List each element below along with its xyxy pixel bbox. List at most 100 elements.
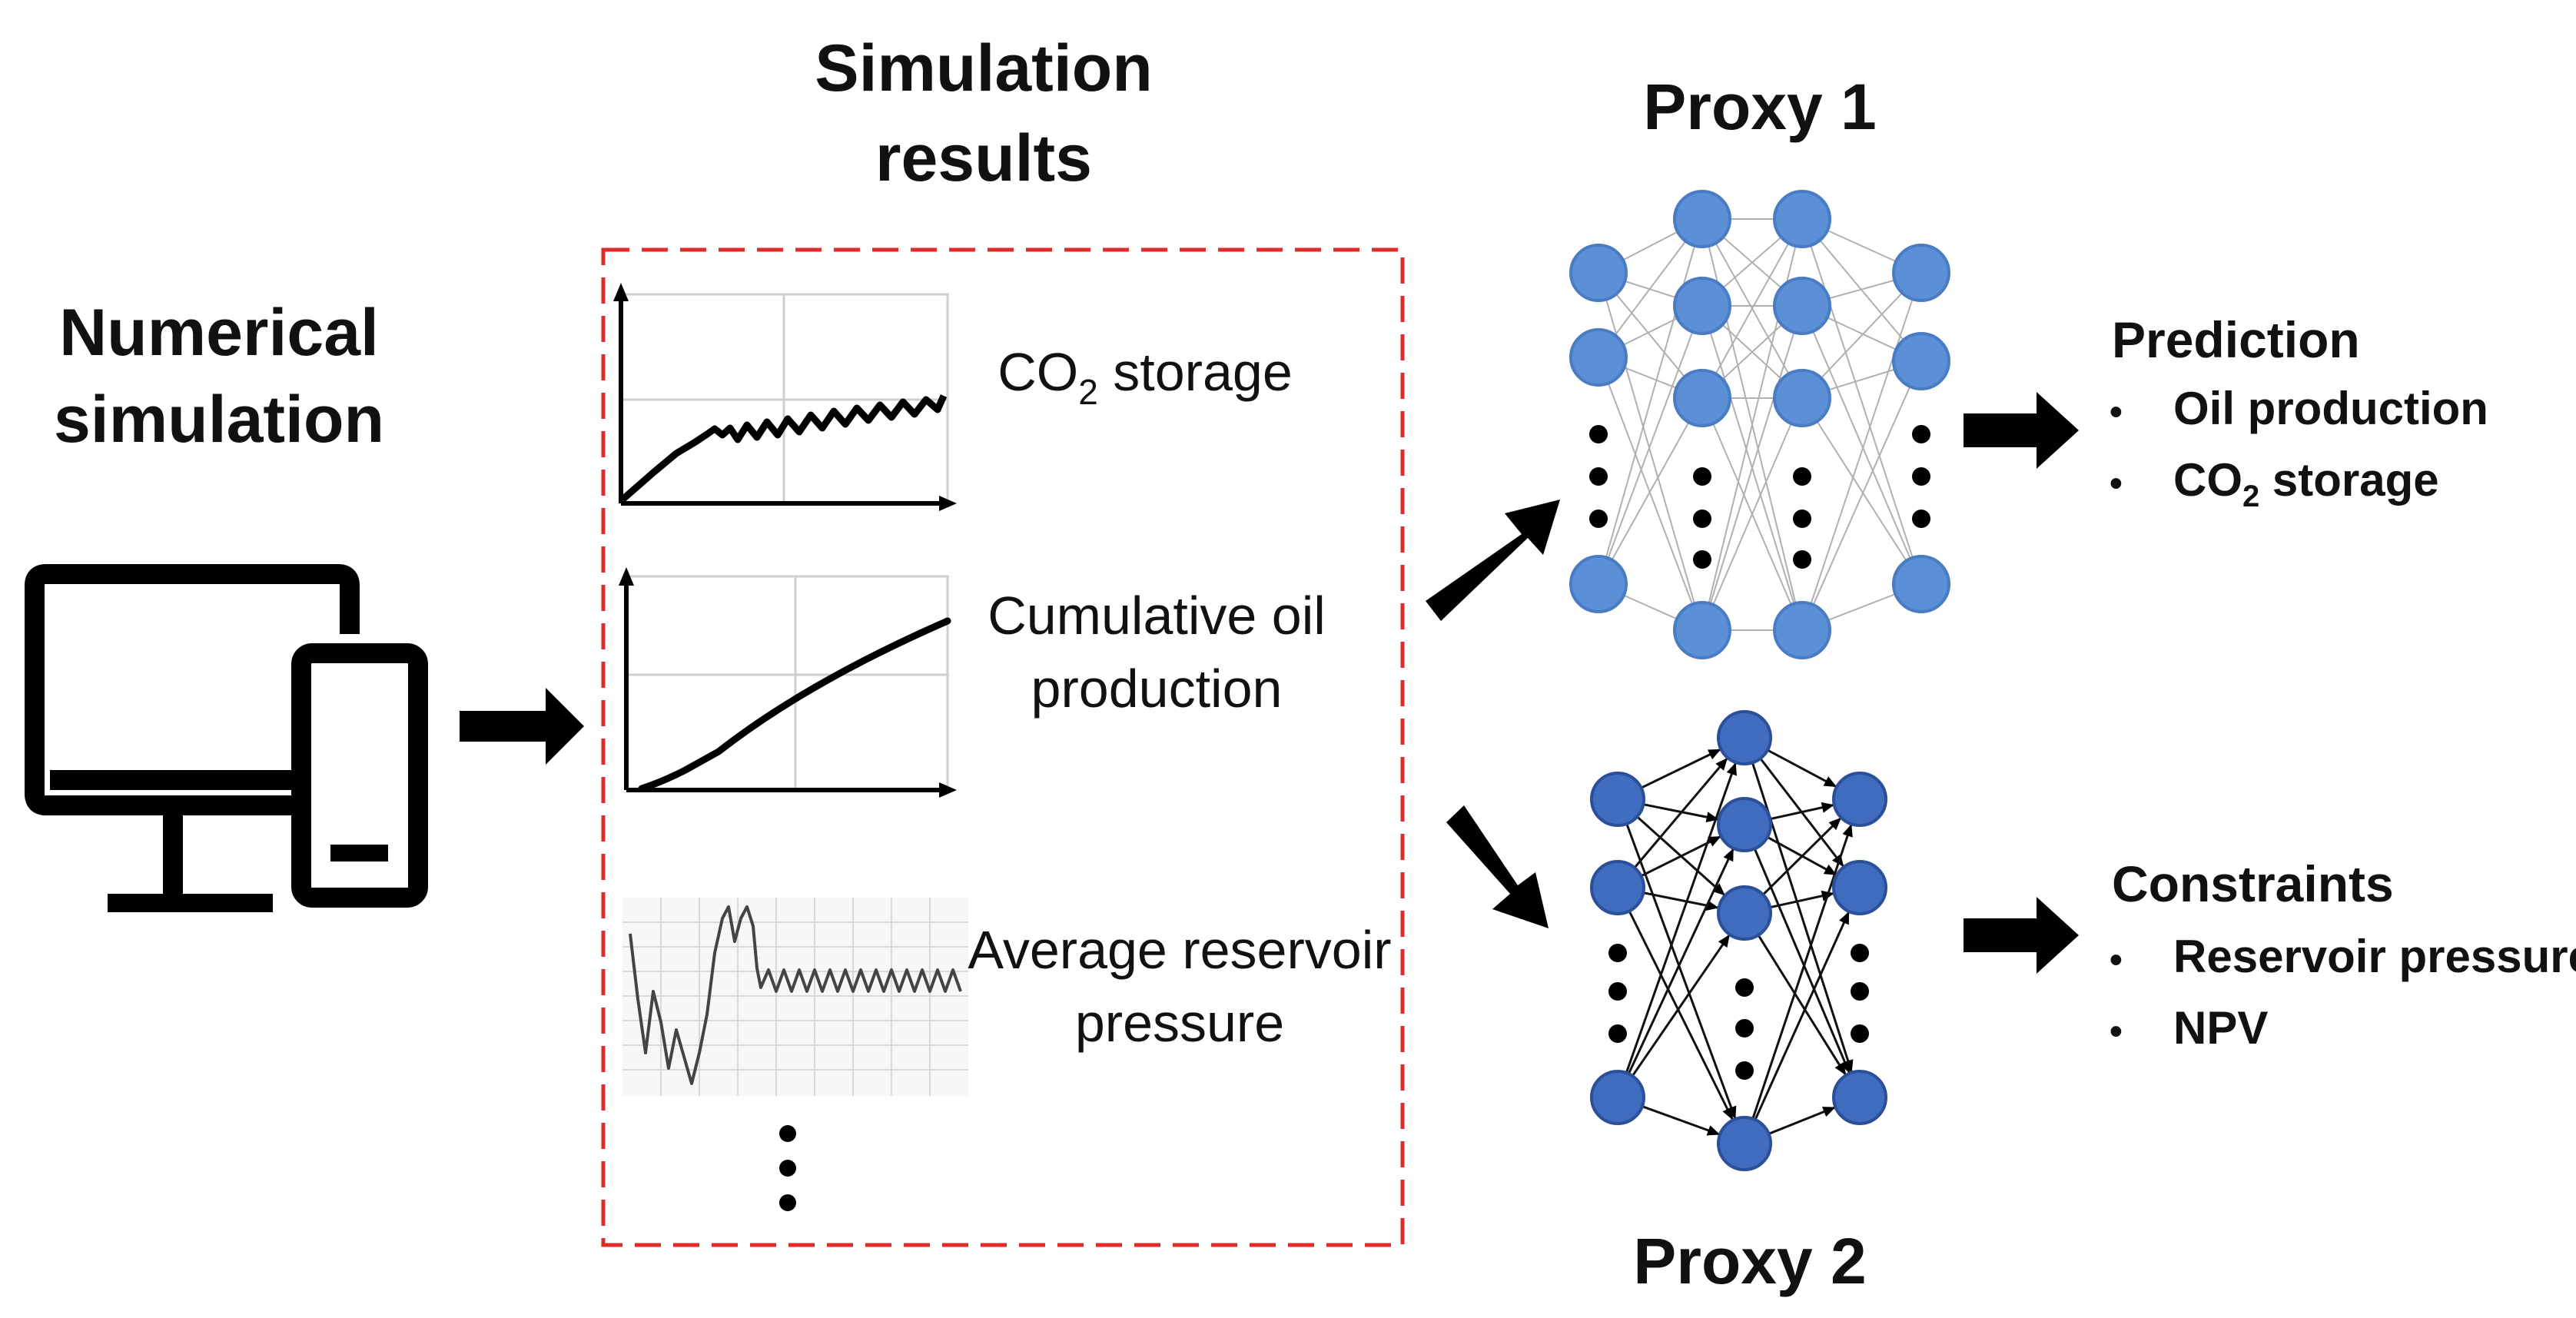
ellipsis-dot xyxy=(1735,1019,1754,1037)
prediction-bullet-oil-production: Oil production xyxy=(2173,383,2488,434)
connection-line xyxy=(1598,272,1703,631)
neuron-node xyxy=(1717,1116,1772,1171)
connection-line xyxy=(1701,218,1803,399)
connection-arrowhead xyxy=(1828,817,1841,831)
prediction-title: Prediction xyxy=(2112,311,2360,368)
reservoir-pressure-label-line2: pressure xyxy=(1075,993,1284,1053)
connection-arrowhead xyxy=(1821,802,1834,813)
connection-line xyxy=(1616,737,1746,1098)
ellipsis-dot xyxy=(1589,510,1608,528)
connection-arrowhead xyxy=(1715,757,1728,771)
constraints-bullet-1-dot: • xyxy=(2110,940,2123,981)
reservoir-pressure-label-line1: Average reservoir xyxy=(968,920,1391,980)
neuron-node xyxy=(1717,797,1772,852)
neuron-node xyxy=(1590,772,1645,827)
connection-arrowhead xyxy=(1718,935,1730,948)
ellipsis-dot xyxy=(1693,467,1711,486)
connection-line xyxy=(1743,887,1861,1144)
proxy-1-neural-network xyxy=(1569,190,1950,659)
neuron-node xyxy=(1569,244,1628,302)
constraints-bullet-2-dot: • xyxy=(2110,1011,2123,1052)
connection-line xyxy=(1598,357,1703,631)
neuron-node xyxy=(1673,601,1731,659)
connection-arrowhead xyxy=(1834,1061,1846,1076)
numerical-simulation-title-line1: Numerical xyxy=(59,296,379,370)
ellipsis-dot xyxy=(1693,550,1711,569)
neuron-node xyxy=(1832,860,1887,915)
ellipsis-dot xyxy=(1735,978,1754,997)
connection-line xyxy=(1801,305,1922,585)
proxy-2-title: Proxy 2 xyxy=(1633,1225,1867,1297)
neuron-node xyxy=(1892,555,1950,613)
connection-arrowhead xyxy=(1712,883,1725,896)
ellipsis-dot xyxy=(1793,510,1811,528)
prediction-bullet-1-dot: • xyxy=(2110,392,2123,433)
neuron-node xyxy=(1892,244,1950,302)
connection-arrowhead xyxy=(1706,1125,1721,1136)
connection-arrowhead xyxy=(1722,1107,1733,1120)
network-connections xyxy=(1598,218,1922,631)
neuron-node xyxy=(1773,277,1831,335)
connection-arrowhead xyxy=(1842,824,1853,838)
neuron-node xyxy=(1717,710,1772,765)
simulation-results-box xyxy=(601,247,1405,1247)
connection-line xyxy=(1598,218,1703,585)
neuron-node xyxy=(1673,369,1731,427)
connection-arrowhead xyxy=(1708,836,1721,847)
connection-line xyxy=(1616,887,1746,1144)
connection-arrowhead xyxy=(1821,1107,1836,1117)
simulation-results-title-line2: results xyxy=(875,121,1092,195)
neuron-node xyxy=(1590,860,1645,915)
ellipsis-dot xyxy=(1608,982,1627,1001)
connection-arrowhead xyxy=(1823,776,1837,787)
arrow-to-prediction xyxy=(1964,392,2079,469)
connection-line xyxy=(1801,218,1922,585)
ellipsis-dot xyxy=(1912,467,1930,486)
reservoir-pressure-chart xyxy=(622,898,968,1096)
connection-line xyxy=(1598,397,1703,585)
ellipsis-dot xyxy=(1851,1024,1869,1043)
co2-storage-chart xyxy=(613,283,957,511)
neuron-node xyxy=(1590,1070,1645,1125)
connection-line xyxy=(1598,305,1703,585)
cumulative-oil-label-line2: production xyxy=(1031,659,1283,719)
ellipsis-dot xyxy=(1608,944,1627,962)
ellipsis-dot xyxy=(1912,510,1930,528)
connection-arrowhead xyxy=(1823,864,1837,875)
ellipsis-dot xyxy=(1851,944,1869,962)
simulation-results-title-line1: Simulation xyxy=(815,32,1153,105)
ellipsis-dot xyxy=(1693,510,1711,528)
constraints-bullet-reservoir-pressure: Reservoir pressure xyxy=(2173,931,2576,982)
constraints-bullet-npv: NPV xyxy=(2173,1002,2268,1054)
connection-line xyxy=(1743,824,1861,1098)
connection-arrowhead xyxy=(1726,762,1737,776)
connection-line xyxy=(1616,824,1746,1098)
connection-line xyxy=(1743,737,1861,1098)
constraints-title: Constraints xyxy=(2112,855,2394,912)
ellipsis-dot xyxy=(1608,1024,1627,1043)
connection-line xyxy=(1801,397,1922,585)
more-results-ellipsis xyxy=(779,1125,796,1211)
connection-arrowhead xyxy=(1723,848,1734,862)
network-connections xyxy=(1616,736,1861,1145)
connection-line xyxy=(1743,798,1861,1144)
neuron-node xyxy=(1892,332,1950,390)
neuron-node xyxy=(1773,369,1831,427)
connection-line xyxy=(1801,360,1922,631)
connection-line xyxy=(1701,305,1803,631)
neuron-node xyxy=(1773,190,1831,248)
connection-arrowhead xyxy=(1839,911,1850,925)
arrow-to-results xyxy=(460,688,584,765)
neuron-node xyxy=(1673,277,1731,335)
co2-storage-label: CO2 storage xyxy=(998,342,1293,412)
neuron-node xyxy=(1569,555,1628,613)
proxy-2-neural-network xyxy=(1590,710,1887,1171)
computer-device-icon xyxy=(25,564,428,912)
ellipsis-dot xyxy=(1912,425,1930,443)
proxy-1-title: Proxy 1 xyxy=(1643,71,1877,143)
ellipsis-dot xyxy=(1793,467,1811,486)
neuron-node xyxy=(1717,885,1772,941)
ellipsis-dot xyxy=(1793,550,1811,569)
ellipsis-dot xyxy=(1851,982,1869,1001)
